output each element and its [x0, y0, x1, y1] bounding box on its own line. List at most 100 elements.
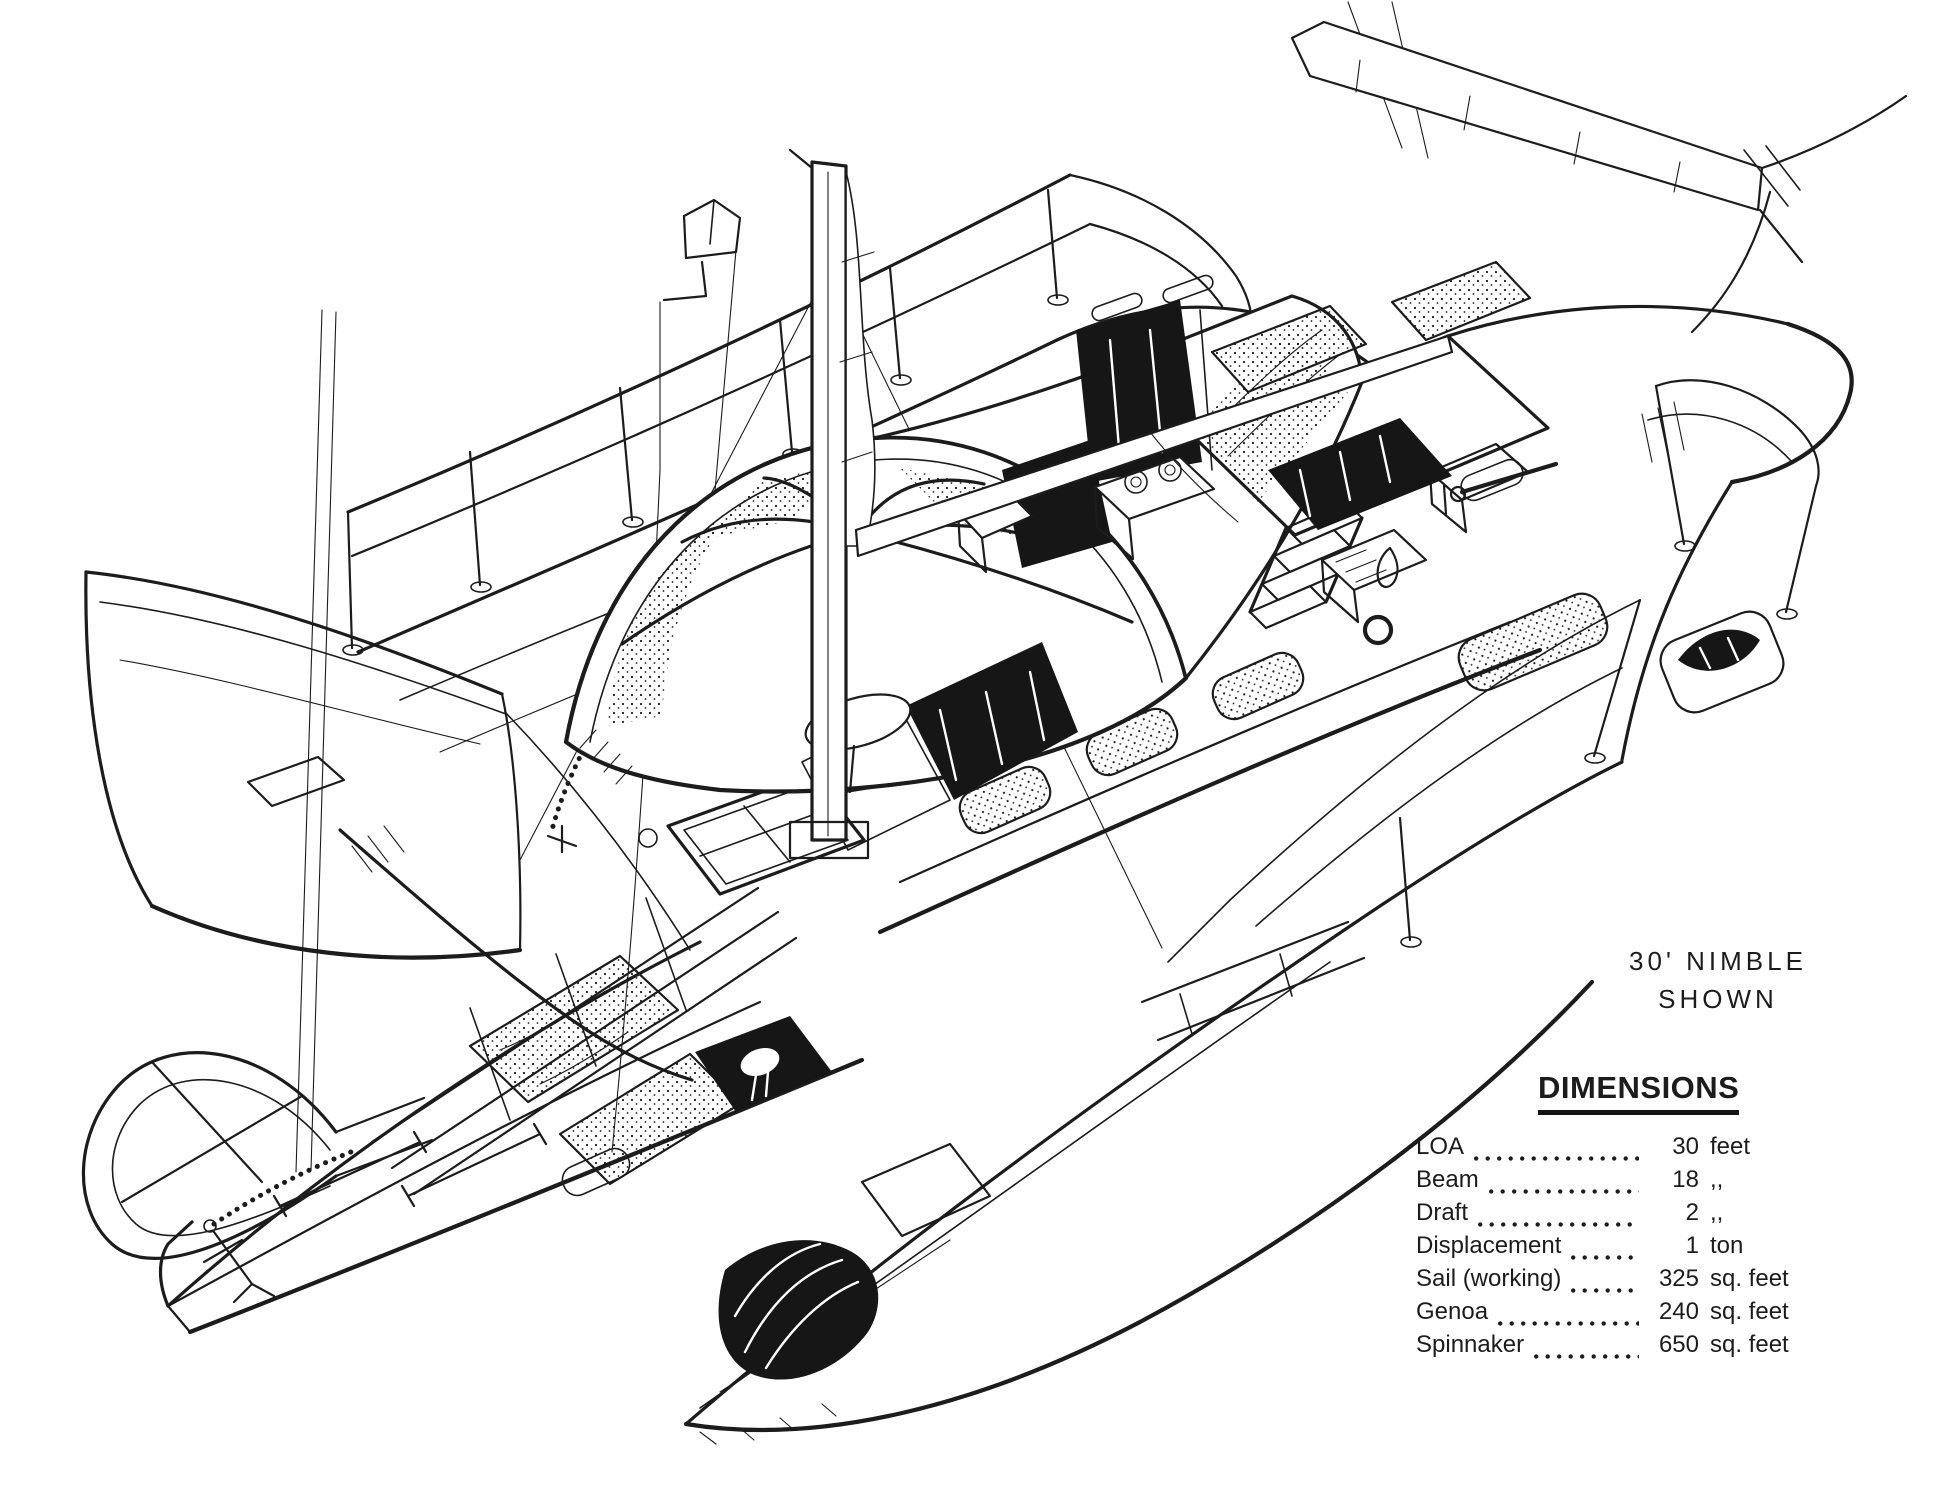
caption-line-2: SHOWN [1658, 984, 1778, 1014]
cockpit-footwell-dark [1268, 418, 1452, 530]
canopy-canvas-left [606, 486, 756, 726]
dimension-label: Beam [1416, 1166, 1479, 1193]
masthead-crane [788, 148, 814, 170]
aft-deck-cushion-2-outline [1390, 260, 1532, 342]
furled-sail-bundle-aft [1290, 20, 1908, 334]
berth-cushion-1 [470, 956, 678, 1102]
port-ama-hull [84, 570, 523, 960]
outboard-cowl [740, 1047, 780, 1077]
transom [1729, 321, 1854, 485]
dimension-unit: sq. feet [1710, 1265, 1789, 1292]
lifeline-lower [1255, 667, 1623, 927]
lazarette-hatch [1659, 610, 1785, 714]
dimension-unit: ton [1710, 1232, 1744, 1259]
dimension-unit: ,, [1710, 1199, 1724, 1226]
rail-foot [1674, 540, 1696, 552]
footwell-streaks [1298, 434, 1392, 518]
deck-cut-shading [351, 825, 405, 873]
dimension-label: Spinnaker [1416, 1331, 1525, 1358]
stove-burner-1 [1124, 470, 1148, 494]
stbd-ama-bottom [683, 979, 1595, 1433]
windshield-streaks [938, 670, 1046, 782]
sink-counter-top [1320, 528, 1428, 592]
stanchion-3 [778, 318, 794, 454]
galley-bulkhead [1199, 309, 1213, 471]
dotted-leader [1478, 1222, 1639, 1227]
mast [810, 160, 848, 842]
dimension-value: 2 [1685, 1199, 1699, 1226]
stem-fitting [158, 1220, 194, 1308]
rail-foot [1776, 608, 1798, 620]
dimension-row-sail-working: Sail (working) 325 sq. feet [1416, 1265, 1818, 1298]
dotted-leader [1571, 1288, 1639, 1293]
port-ama-aft-end [500, 692, 522, 952]
dimensions-title: DIMENSIONS [1538, 1072, 1740, 1115]
stern-rail-top [1654, 379, 1820, 488]
icebox-front [956, 510, 988, 574]
stanchion-5 [1046, 188, 1059, 300]
ama-shadow-ticks [699, 1403, 837, 1445]
dotted-leader [1498, 1321, 1639, 1326]
drainboard-ribs [1335, 549, 1387, 583]
dotted-leader [1571, 1255, 1639, 1260]
aft-deck-cushion-2 [1392, 262, 1530, 340]
cabinet-front [1428, 470, 1468, 534]
tiller-hub [1449, 485, 1467, 503]
outboard-shaft [750, 1070, 770, 1102]
port-rail-aft-corner-2 [1088, 222, 1224, 308]
aft-crossbeam [1140, 920, 1366, 1042]
boom-end-lines [1690, 94, 1908, 334]
stanchion-foot [470, 581, 492, 593]
mainsheet [1149, 431, 1239, 523]
cockpit-seat-slot [1457, 592, 1609, 692]
skylight-inner-frame [683, 785, 849, 885]
cabin-lamp [1376, 546, 1399, 588]
counter-front [1320, 558, 1360, 624]
dotted-leader [1534, 1354, 1639, 1359]
dimension-row-displacement: Displacement 1 ton [1416, 1232, 1818, 1265]
stanchion-2 [618, 386, 634, 522]
boom-end-fitting [1743, 145, 1801, 207]
dimension-value: 1 [1685, 1232, 1699, 1259]
burner-ring [1130, 476, 1142, 488]
stanchion-foot [622, 516, 644, 528]
rail-corner-post [346, 510, 354, 650]
sail-ties [839, 251, 875, 463]
caption-line-1: 30' NIMBLE [1629, 946, 1807, 976]
stanchion-foot [890, 374, 912, 386]
dimension-row-draft: Draft 2 ,, [1416, 1199, 1818, 1232]
forestay-line-2 [310, 311, 337, 1171]
starboard-ama-hull [683, 760, 1624, 1445]
bow-pulpit-inner [111, 1078, 331, 1237]
dotted-leader [1474, 1156, 1639, 1161]
roof-grab-slot-1 [1091, 292, 1143, 322]
side-window-2 [1085, 707, 1179, 777]
hatch-shading [351, 401, 1685, 873]
main-hull-bow [81, 940, 865, 1335]
dimension-unit: sq. feet [1710, 1331, 1789, 1358]
lifeline-stanchions [1398, 598, 1642, 942]
stem-base [166, 1304, 192, 1334]
aft-deck-cushion-1-outline [1210, 304, 1368, 394]
stanchion-foot [1400, 936, 1422, 948]
cockpit-winch [1362, 614, 1394, 646]
dimension-value: 30 [1672, 1133, 1699, 1160]
stove-burner-2 [1158, 458, 1182, 482]
port-ama-stem [84, 570, 154, 908]
dimension-value: 18 [1672, 1166, 1699, 1193]
pulpit-braces [120, 1060, 304, 1204]
stove-top [1093, 455, 1216, 521]
stbd-ama-deck-panel [860, 1142, 992, 1238]
vane-pole-elbow [662, 260, 708, 302]
dimension-unit: ,, [1710, 1166, 1724, 1193]
bow-pulpit-outer [81, 1051, 338, 1260]
wing-deck [342, 173, 1382, 951]
side-window-1 [958, 765, 1052, 835]
tiller [1459, 461, 1559, 495]
stern-rail [1647, 379, 1820, 620]
mast-and-spars [788, 20, 1908, 860]
dimension-value: 325 [1658, 1265, 1699, 1292]
dimension-value: 650 [1658, 1331, 1699, 1358]
furled-sail-on-mast [845, 171, 876, 547]
